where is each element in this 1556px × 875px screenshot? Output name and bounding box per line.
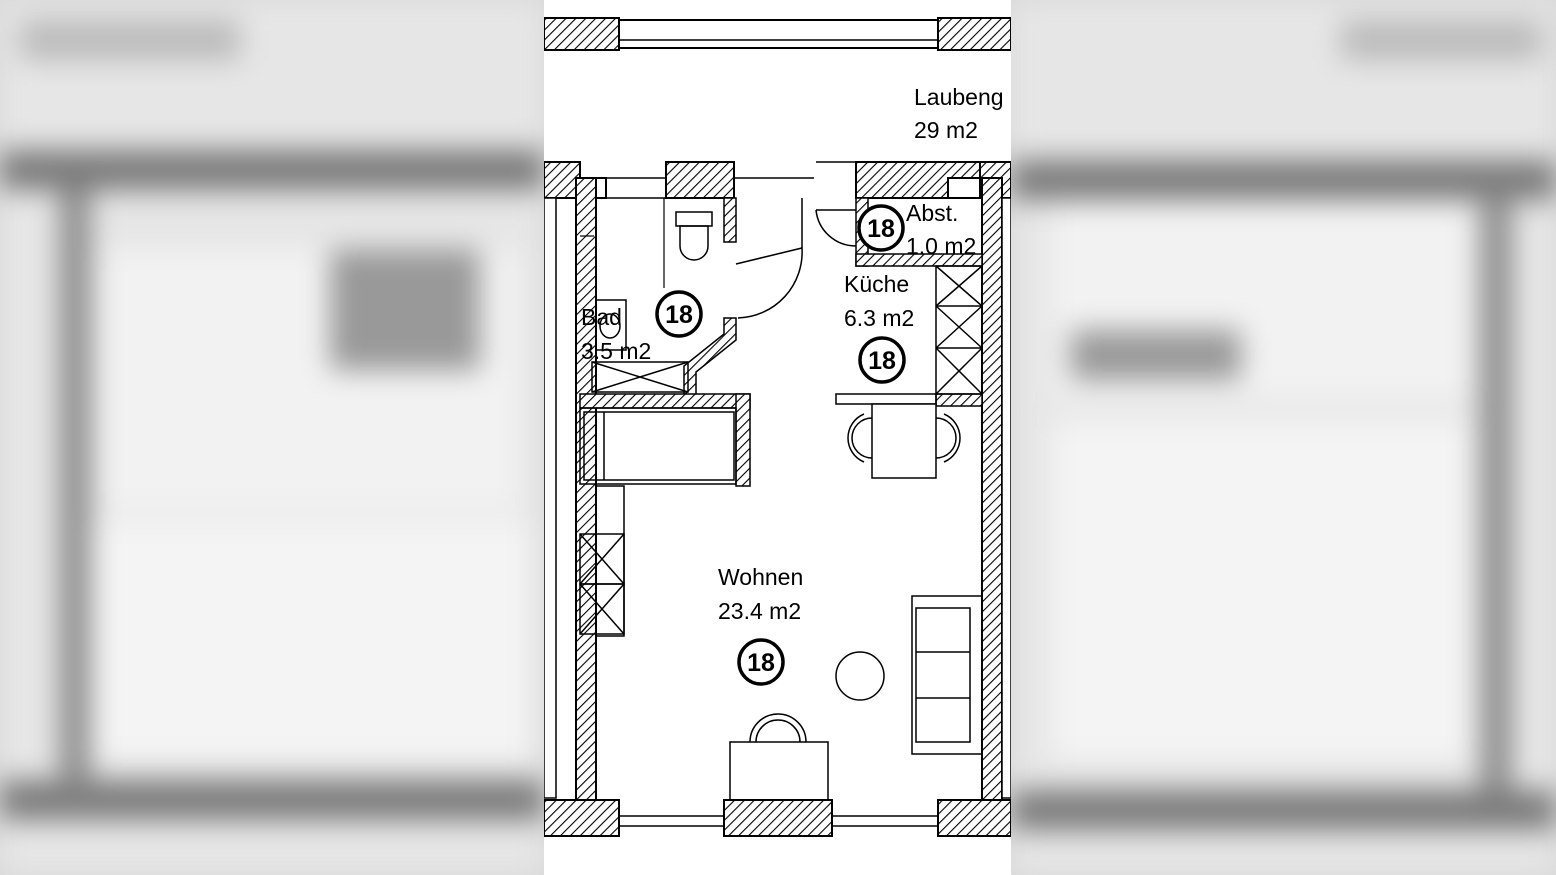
blurred-plan-left [0,0,544,875]
blurred-backdrop-right [1011,0,1556,875]
sofa [911,595,983,755]
shower [591,361,689,393]
marker-wohnen: 18 [737,638,785,686]
marker-abstell-label: 18 [867,215,895,243]
room-area-laubengang: 29 m2 [914,117,978,143]
left-neighbor-edge [544,197,557,799]
toilet [675,211,713,261]
floor-plan: Laubeng 29 m2 Abst. 1.0 m2 Küche 6.3 m2 … [544,0,1011,875]
blurred-backdrop-left [0,0,544,875]
coffee-table [835,651,885,701]
blurred-plan-right [1011,0,1556,875]
right-neighbor-edge [1001,197,1011,799]
room-area-abstell: 1.0 m2 [906,233,976,259]
room-area-bad: 3.5 m2 [581,338,651,364]
kitchen-counter [935,265,983,395]
bed [579,407,737,485]
marker-bad: 18 [655,290,703,338]
top-facade [544,17,1011,51]
room-name-abstell: Abst. [906,200,958,226]
marker-abstell: 18 [857,204,905,252]
abstell-door [815,209,857,247]
marker-kueche: 18 [858,336,906,384]
room-area-wohnen: 23.4 m2 [718,598,801,624]
floor-plan-drawing: Laubeng 29 m2 Abst. 1.0 m2 Küche 6.3 m2 … [544,17,1011,837]
room-name-bad: Bad [581,304,622,330]
marker-kueche-label: 18 [868,347,896,375]
right-outer-wall [981,177,1003,809]
room-area-kueche: 6.3 m2 [844,305,914,331]
washbasin [595,299,627,351]
dining-table [835,393,961,479]
bottom-facade [544,799,1011,837]
entrance-door [735,198,803,319]
marker-bad-label: 18 [665,301,693,329]
wardrobe [579,485,625,637]
room-name-wohnen: Wohnen [718,564,803,590]
entrance-wall [544,161,1011,199]
marker-wohnen-label: 18 [747,649,775,677]
left-outer-wall [575,177,597,809]
room-name-kueche: Küche [844,271,909,297]
room-name-laubengang: Laubeng [914,84,1004,110]
desk [729,713,829,801]
